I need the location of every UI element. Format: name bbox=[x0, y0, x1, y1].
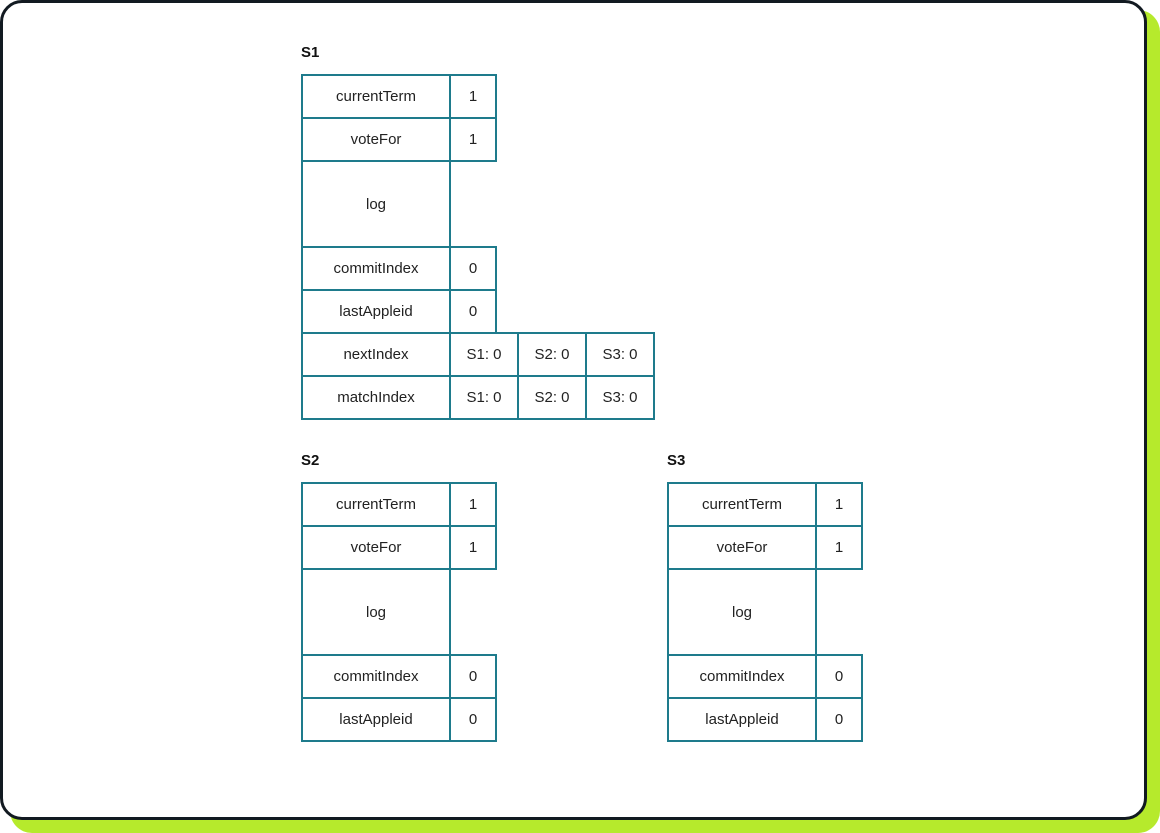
s1-next-index-s1: S1: 0 bbox=[449, 332, 519, 377]
s3-commit-index-value: 0 bbox=[815, 654, 863, 699]
s2-current-term-label: currentTerm bbox=[301, 482, 451, 527]
s1-next-index-s3: S3: 0 bbox=[585, 332, 655, 377]
s3-commit-index-label: commitIndex bbox=[667, 654, 817, 699]
s2-vote-for-value: 1 bbox=[449, 525, 497, 570]
s1-last-applied-label: lastAppleid bbox=[301, 289, 451, 334]
s1-match-index-label: matchIndex bbox=[301, 375, 451, 420]
s2-commit-index-label: commitIndex bbox=[301, 654, 451, 699]
s2-current-term-value: 1 bbox=[449, 482, 497, 527]
s3-vote-for-label: voteFor bbox=[667, 525, 817, 570]
s1-match-index-s3: S3: 0 bbox=[585, 375, 655, 420]
s3-log-label: log bbox=[667, 568, 817, 656]
server-label-s2: S2 bbox=[301, 452, 320, 469]
s3-current-term-value: 1 bbox=[815, 482, 863, 527]
s3-last-applied-label: lastAppleid bbox=[667, 697, 817, 742]
s1-match-index-s2: S2: 0 bbox=[517, 375, 587, 420]
server-label-s1: S1 bbox=[301, 44, 320, 61]
s1-next-index-label: nextIndex bbox=[301, 332, 451, 377]
s1-match-index-s1: S1: 0 bbox=[449, 375, 519, 420]
s3-current-term-label: currentTerm bbox=[667, 482, 817, 527]
s3-last-applied-value: 0 bbox=[815, 697, 863, 742]
s1-vote-for-label: voteFor bbox=[301, 117, 451, 162]
s1-vote-for-value: 1 bbox=[449, 117, 497, 162]
s2-last-applied-value: 0 bbox=[449, 697, 497, 742]
s2-log-label: log bbox=[301, 568, 451, 656]
s2-vote-for-label: voteFor bbox=[301, 525, 451, 570]
s2-commit-index-value: 0 bbox=[449, 654, 497, 699]
s1-commit-index-value: 0 bbox=[449, 246, 497, 291]
s1-current-term-label: currentTerm bbox=[301, 74, 451, 119]
server-label-s3: S3 bbox=[667, 452, 686, 469]
s1-last-applied-value: 0 bbox=[449, 289, 497, 334]
s1-commit-index-label: commitIndex bbox=[301, 246, 451, 291]
s2-last-applied-label: lastAppleid bbox=[301, 697, 451, 742]
s1-current-term-value: 1 bbox=[449, 74, 497, 119]
s1-log-label: log bbox=[301, 160, 451, 248]
s3-vote-for-value: 1 bbox=[815, 525, 863, 570]
s1-next-index-s2: S2: 0 bbox=[517, 332, 587, 377]
